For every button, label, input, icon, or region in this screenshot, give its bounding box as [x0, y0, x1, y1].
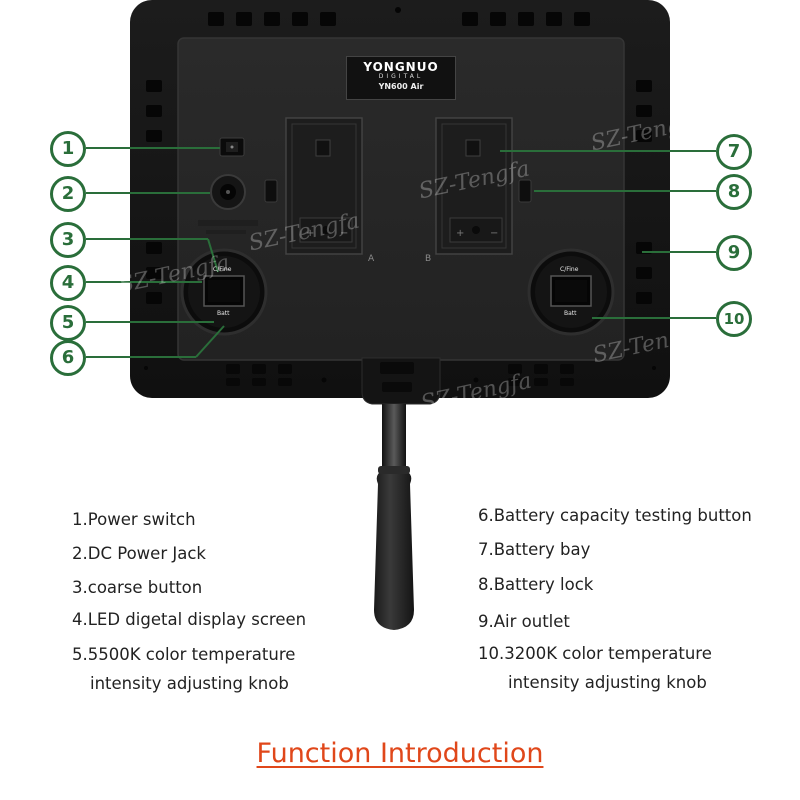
top-vents-right — [462, 12, 590, 26]
callout-2: 2 — [50, 176, 86, 212]
svg-text:−: − — [340, 228, 348, 239]
svg-text:+: + — [306, 228, 314, 239]
right-knob-assembly — [527, 248, 615, 336]
feature-item-5-continuation: intensity adjusting knob — [90, 674, 289, 693]
side-vents-left — [146, 80, 162, 304]
feature-item-7: 7.Battery bay — [478, 540, 591, 559]
dc-power-jack — [210, 174, 246, 210]
callout-8: 8 — [716, 174, 752, 210]
handle-mount — [361, 357, 441, 405]
battery-bay-a: + − — [285, 117, 363, 255]
handle-grip — [374, 468, 414, 630]
bay-b-label: B — [425, 254, 432, 264]
bay-a-label: A — [368, 254, 375, 264]
feature-item-6: 6.Battery capacity testing button — [478, 506, 752, 525]
feature-item-5-text: 5.5500K color temperature — [72, 645, 296, 664]
feature-item-9: 9.Air outlet — [478, 612, 570, 631]
callout-9: 9 — [716, 235, 752, 271]
feature-item-3: 3.coarse button — [72, 578, 203, 597]
callout-7: 7 — [716, 134, 752, 170]
feature-item-1: 1.Power switch — [72, 510, 196, 529]
feature-item-10-text: 10.3200K color temperature — [478, 644, 712, 663]
right-knob-top-label: C/Fine — [560, 266, 579, 273]
bottom-vents — [226, 364, 574, 386]
top-vents-left — [208, 12, 336, 26]
feature-item-10: 10.3200K color temperature intensity adj… — [478, 644, 712, 692]
battery-bay-b: + − — [435, 117, 513, 255]
callout-leader-lines — [86, 147, 716, 358]
svg-text:−: − — [490, 228, 498, 239]
brand-subtitle: DIGITAL — [378, 73, 424, 80]
brand-name: YONGNUO — [363, 60, 439, 74]
svg-text:+: + — [456, 228, 464, 239]
page-title: Function Introduction — [256, 738, 544, 769]
callout-10: 10 — [716, 301, 752, 337]
power-switch — [219, 137, 245, 157]
left-knob-assembly — [180, 248, 268, 336]
feature-item-4: 4.LED digetal display screen — [72, 610, 307, 629]
left-knob-top-label: C/Fine — [213, 266, 232, 273]
right-knob-bottom-label: Batt — [564, 310, 577, 317]
callout-4: 4 — [50, 265, 86, 301]
callout-3: 3 — [50, 222, 86, 258]
feature-item-8: 8.Battery lock — [478, 575, 594, 594]
model-name: YN600 Air — [378, 82, 424, 91]
callout-5: 5 — [50, 305, 86, 341]
feature-item-10-continuation: intensity adjusting knob — [508, 673, 707, 692]
feature-item-2: 2.DC Power Jack — [72, 544, 206, 563]
callout-6: 6 — [50, 340, 86, 376]
left-knob-bottom-label: Batt — [217, 310, 230, 317]
callout-1: 1 — [50, 131, 86, 167]
brand-logo: YONGNUO DIGITAL YN600 Air — [346, 56, 456, 100]
feature-item-5: 5.5500K color temperature intensity adju… — [72, 645, 295, 693]
battery-lock — [518, 179, 532, 203]
